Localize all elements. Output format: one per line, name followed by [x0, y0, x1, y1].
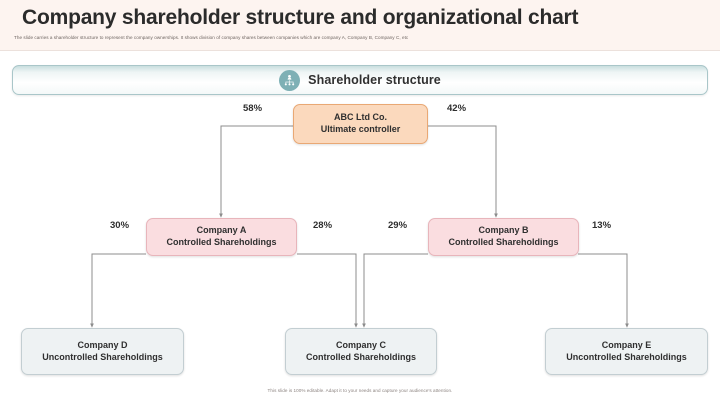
- footer-note: This slide is 100% editable. Adapt it to…: [267, 388, 453, 393]
- section-banner-label: Shareholder structure: [308, 73, 441, 87]
- node-company-d[interactable]: Company D Uncontrolled Shareholdings: [21, 328, 184, 375]
- node-abc-ltd-line2: Ultimate controller: [320, 124, 401, 134]
- node-company-c[interactable]: Company C Controlled Shareholdings: [285, 328, 437, 375]
- edge-label-29: 29%: [388, 220, 408, 231]
- title-band: Company shareholder structure and organi…: [0, 0, 720, 50]
- node-company-d-line2: Uncontrolled Shareholdings: [42, 351, 163, 362]
- node-company-b-line2: Controlled Shareholdings: [448, 237, 559, 247]
- page-title: Company shareholder structure and organi…: [22, 6, 579, 29]
- edge-label-30: 30%: [110, 220, 130, 231]
- node-abc-ltd-line1: ABC Ltd Co.: [334, 112, 387, 123]
- title-divider: [0, 50, 720, 51]
- node-company-a-line2: Controlled Shareholdings: [166, 237, 277, 247]
- edge-label-28: 28%: [313, 220, 333, 231]
- node-company-b-line1: Company B: [478, 225, 529, 236]
- edge-label-42: 42%: [447, 103, 467, 114]
- node-company-a[interactable]: Company A Controlled Shareholdings: [146, 218, 297, 256]
- node-company-e-line2: Uncontrolled Shareholdings: [566, 351, 687, 362]
- edge-label-13: 13%: [592, 220, 612, 231]
- node-company-c-line1: Company C: [335, 339, 386, 350]
- node-company-a-line1: Company A: [196, 225, 247, 236]
- node-company-c-line2: Controlled Shareholdings: [305, 351, 416, 362]
- connector-lines: [90, 125, 629, 328]
- node-company-e[interactable]: Company E Uncontrolled Shareholdings: [545, 328, 708, 375]
- node-abc-ltd[interactable]: ABC Ltd Co. Ultimate controller: [293, 104, 428, 144]
- section-banner[interactable]: Shareholder structure: [12, 65, 708, 95]
- section-banner-content: Shareholder structure: [13, 66, 707, 94]
- page-subtitle: The slide carries a shareholder structur…: [14, 35, 409, 40]
- node-company-e-line1: Company E: [601, 339, 652, 350]
- diagram-canvas: Shareholder structure 58% 42% 30% 28% 29…: [0, 51, 720, 404]
- edge-label-58: 58%: [243, 103, 263, 114]
- node-company-d-line1: Company D: [77, 339, 128, 350]
- node-company-b[interactable]: Company B Controlled Shareholdings: [428, 218, 579, 256]
- organization-hierarchy-icon: [279, 69, 301, 91]
